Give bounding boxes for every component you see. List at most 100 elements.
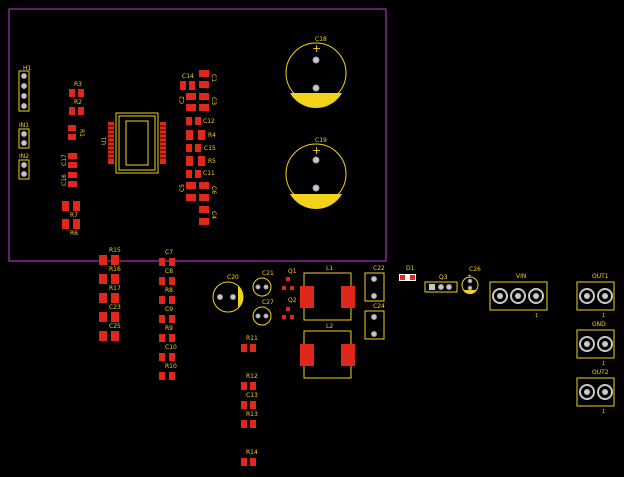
label-c26: C26 [469,266,481,273]
capacitor-c24[interactable] [364,310,385,340]
capacitor-c3[interactable] [199,93,209,111]
capacitor-c13[interactable] [241,401,256,409]
ic-u1[interactable] [108,112,166,174]
capacitor-c6[interactable] [199,182,209,201]
resistor-r9[interactable] [159,334,175,342]
label-q1: Q1 [288,268,297,275]
resistor-r12[interactable] [241,382,256,390]
label-r3: R3 [74,81,82,88]
header-h1[interactable] [18,70,30,112]
capacitor-c20[interactable] [212,281,244,313]
connector-in1[interactable] [18,128,30,149]
resistor-r3[interactable] [69,89,84,97]
transistor-q2[interactable] [282,307,294,319]
capacitor-c23[interactable] [99,312,119,322]
capacitor-c7[interactable] [159,258,175,266]
capacitor-c19[interactable] [285,143,347,210]
resistor-r2[interactable] [69,107,84,115]
capacitor-c8[interactable] [159,277,175,285]
label-c12: C12 [203,118,215,125]
capacitor-c16[interactable] [68,172,77,187]
label-c17: C17 [61,154,68,166]
capacitor-c15[interactable] [186,144,201,152]
label-r5: R5 [208,158,216,165]
capacitor-c1[interactable] [199,70,209,88]
pin1-mark-gnd: 1 [602,361,605,367]
label-r14: R14 [246,449,258,456]
label-c22: C22 [373,265,385,272]
resistor-r8[interactable] [159,296,175,304]
capacitor-c11[interactable] [186,170,201,178]
plus-mark-c18: + [312,42,321,55]
capacitor-c21[interactable] [252,277,272,297]
label-l1: L1 [326,265,333,272]
capacitor-c12[interactable] [186,117,201,125]
label-c7: C7 [165,249,173,256]
terminal-gnd[interactable] [576,329,615,359]
diode-d1[interactable] [399,274,416,281]
resistor-r11[interactable] [241,344,256,352]
plus-mark-c26: + [467,273,472,280]
label-c1: C1 [210,74,217,82]
label-c8: C8 [165,268,173,275]
capacitor-c17[interactable] [68,153,77,168]
capacitor-c2[interactable] [186,93,196,111]
label-c25: C25 [109,323,121,330]
capacitor-c25[interactable] [99,331,119,341]
resistor-r10[interactable] [159,372,175,380]
label-c24: C24 [373,303,385,310]
label-c19: C19 [315,137,327,144]
resistor-r13[interactable] [241,420,256,428]
capacitor-c27[interactable] [252,306,272,326]
capacitor-c9[interactable] [159,315,175,323]
label-r17: R17 [109,285,121,292]
resistor-r7[interactable] [62,201,80,211]
label-c2: C2 [179,96,186,104]
label-c18: C18 [315,36,327,43]
resistor-r15[interactable] [99,255,119,265]
resistor-r1[interactable] [68,125,76,140]
pin1-mark-out2: 1 [602,409,605,415]
inductor-l1[interactable] [300,272,355,321]
label-c5: C5 [179,184,186,192]
transistor-q3[interactable] [424,281,458,293]
capacitor-c18[interactable] [285,42,347,109]
resistor-r5[interactable] [186,156,205,166]
label-c6: C6 [210,186,217,194]
resistor-r16[interactable] [99,274,119,284]
label-c14: C14 [182,73,194,80]
label-in1: IN1 [19,122,29,129]
label-r2: R2 [74,99,82,106]
label-c23: C23 [109,304,121,311]
label-r15: R15 [109,247,121,254]
label-r12: R12 [246,373,258,380]
label-r9: R9 [165,325,173,332]
label-c9: C9 [165,306,173,313]
label-h1: H1 [23,65,32,72]
capacitor-c22[interactable] [364,272,385,302]
pin1-mark-out1: 1 [602,313,605,319]
label-c10: C10 [165,344,177,351]
terminal-out1[interactable] [576,281,615,311]
transistor-q1[interactable] [282,277,294,290]
plus-mark-c19: + [312,144,321,157]
capacitor-c14[interactable] [180,81,195,90]
label-q2: Q2 [288,297,297,304]
label-out2: OUT2 [592,369,609,376]
resistor-r4[interactable] [186,130,205,140]
label-r16: R16 [109,266,121,273]
terminal-out2[interactable] [576,377,615,407]
connector-in2[interactable] [18,159,30,180]
label-d1: D1 [406,265,415,272]
resistor-r6[interactable] [62,219,80,229]
capacitor-c10[interactable] [159,353,175,361]
label-c27: C27 [262,299,274,306]
terminal-vin[interactable] [489,281,548,311]
resistor-r17[interactable] [99,293,119,303]
capacitor-c4[interactable] [199,206,209,225]
inductor-l2[interactable] [300,330,355,379]
capacitor-c5[interactable] [186,182,196,201]
resistor-r14[interactable] [241,458,256,466]
capacitor-c26[interactable] [461,276,479,295]
